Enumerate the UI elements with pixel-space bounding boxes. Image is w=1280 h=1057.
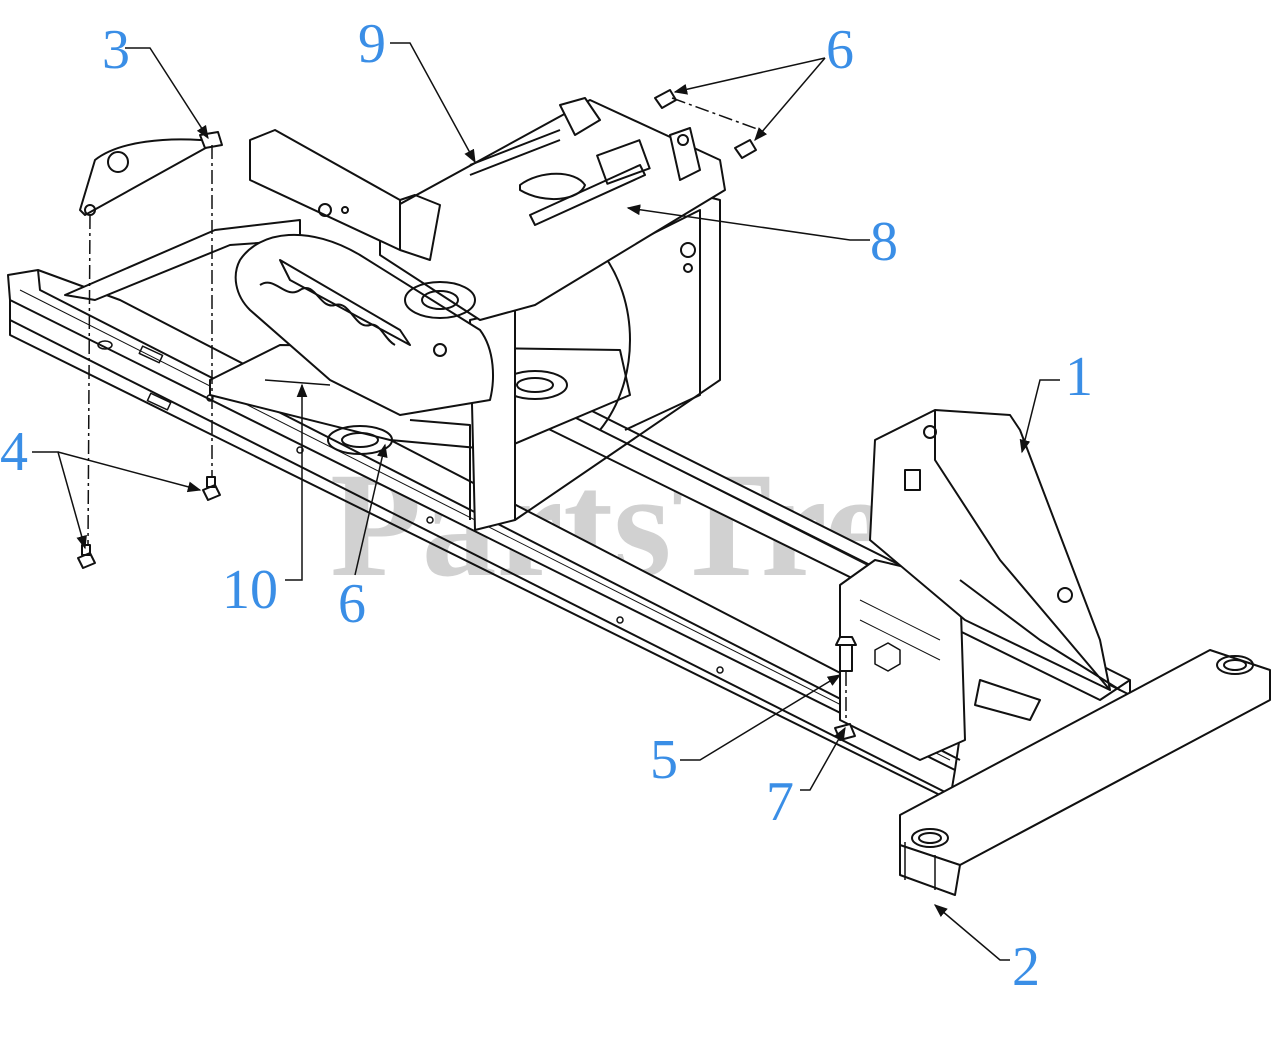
leader-7 bbox=[800, 726, 846, 791]
leader-lines bbox=[32, 42, 1060, 961]
callout-10: 10 bbox=[222, 559, 278, 621]
alignment-lines bbox=[87, 97, 847, 722]
fastener-part7 bbox=[834, 723, 856, 741]
leader-4b bbox=[57, 451, 202, 493]
callout-6-bottom: 6 bbox=[338, 573, 366, 635]
leader-2 bbox=[933, 904, 1010, 961]
leader-10 bbox=[285, 383, 308, 581]
leader-3 bbox=[125, 47, 209, 140]
fastener-part6-b bbox=[734, 139, 757, 159]
seat-mount-top-plate bbox=[379, 97, 726, 321]
callout-7: 7 bbox=[766, 771, 794, 833]
callout-labels: 1 2 3 4 5 6 6 7 8 9 10 bbox=[0, 13, 1093, 998]
fastener-part4-a bbox=[77, 544, 96, 569]
callout-3: 3 bbox=[102, 19, 130, 81]
leader-6a bbox=[673, 57, 826, 95]
lift-lever-plate bbox=[234, 233, 494, 416]
left-upright-bracket bbox=[249, 129, 441, 261]
leader-5 bbox=[680, 674, 842, 761]
leader-6c bbox=[354, 443, 388, 576]
leader-4a bbox=[32, 451, 87, 550]
callout-2: 2 bbox=[1012, 936, 1040, 998]
leader-8 bbox=[626, 204, 870, 241]
callout-6-top: 6 bbox=[826, 19, 854, 81]
front-cross-member bbox=[899, 649, 1271, 896]
front-steering-bracket bbox=[839, 409, 1121, 761]
leader-9 bbox=[390, 42, 476, 164]
leader-1 bbox=[1019, 379, 1060, 454]
callout-9: 9 bbox=[358, 13, 386, 75]
frame-line-art bbox=[7, 89, 1271, 896]
callout-5: 5 bbox=[650, 729, 678, 791]
callout-8: 8 bbox=[870, 211, 898, 273]
fastener-part5 bbox=[835, 636, 857, 672]
rear-mount-plate bbox=[79, 131, 223, 216]
leader-6b bbox=[754, 57, 826, 142]
callout-4: 4 bbox=[0, 421, 28, 483]
fastener-part4-b bbox=[202, 476, 221, 501]
callout-1: 1 bbox=[1065, 346, 1093, 408]
rail-holes bbox=[97, 340, 724, 674]
